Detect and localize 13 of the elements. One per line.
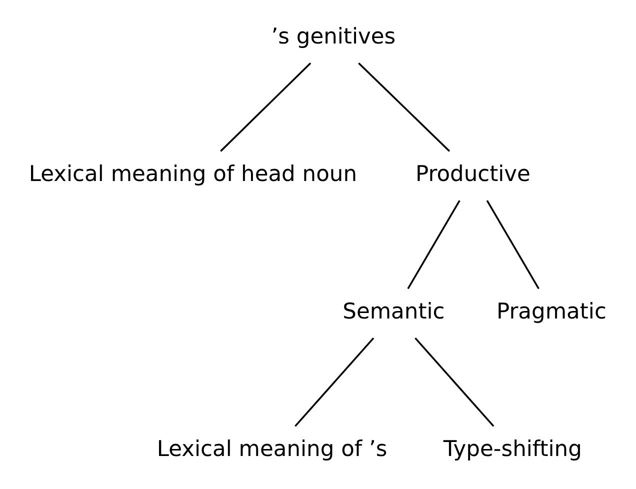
node-text: Type-shifting (442, 436, 582, 462)
node-text: Productive (414, 162, 530, 187)
node-text: Pragmatic (496, 299, 606, 324)
connector (294, 337, 374, 427)
node-text: Lexical meaning of ’s (156, 436, 387, 462)
node-text: Semantic (342, 299, 444, 324)
node-text: Lexical meaning of head noun (28, 162, 357, 187)
connector (220, 62, 311, 152)
connector (406, 200, 460, 290)
connector (486, 200, 539, 290)
connector (414, 337, 494, 427)
node-text: ’s genitives (270, 24, 396, 50)
connector (358, 62, 450, 152)
